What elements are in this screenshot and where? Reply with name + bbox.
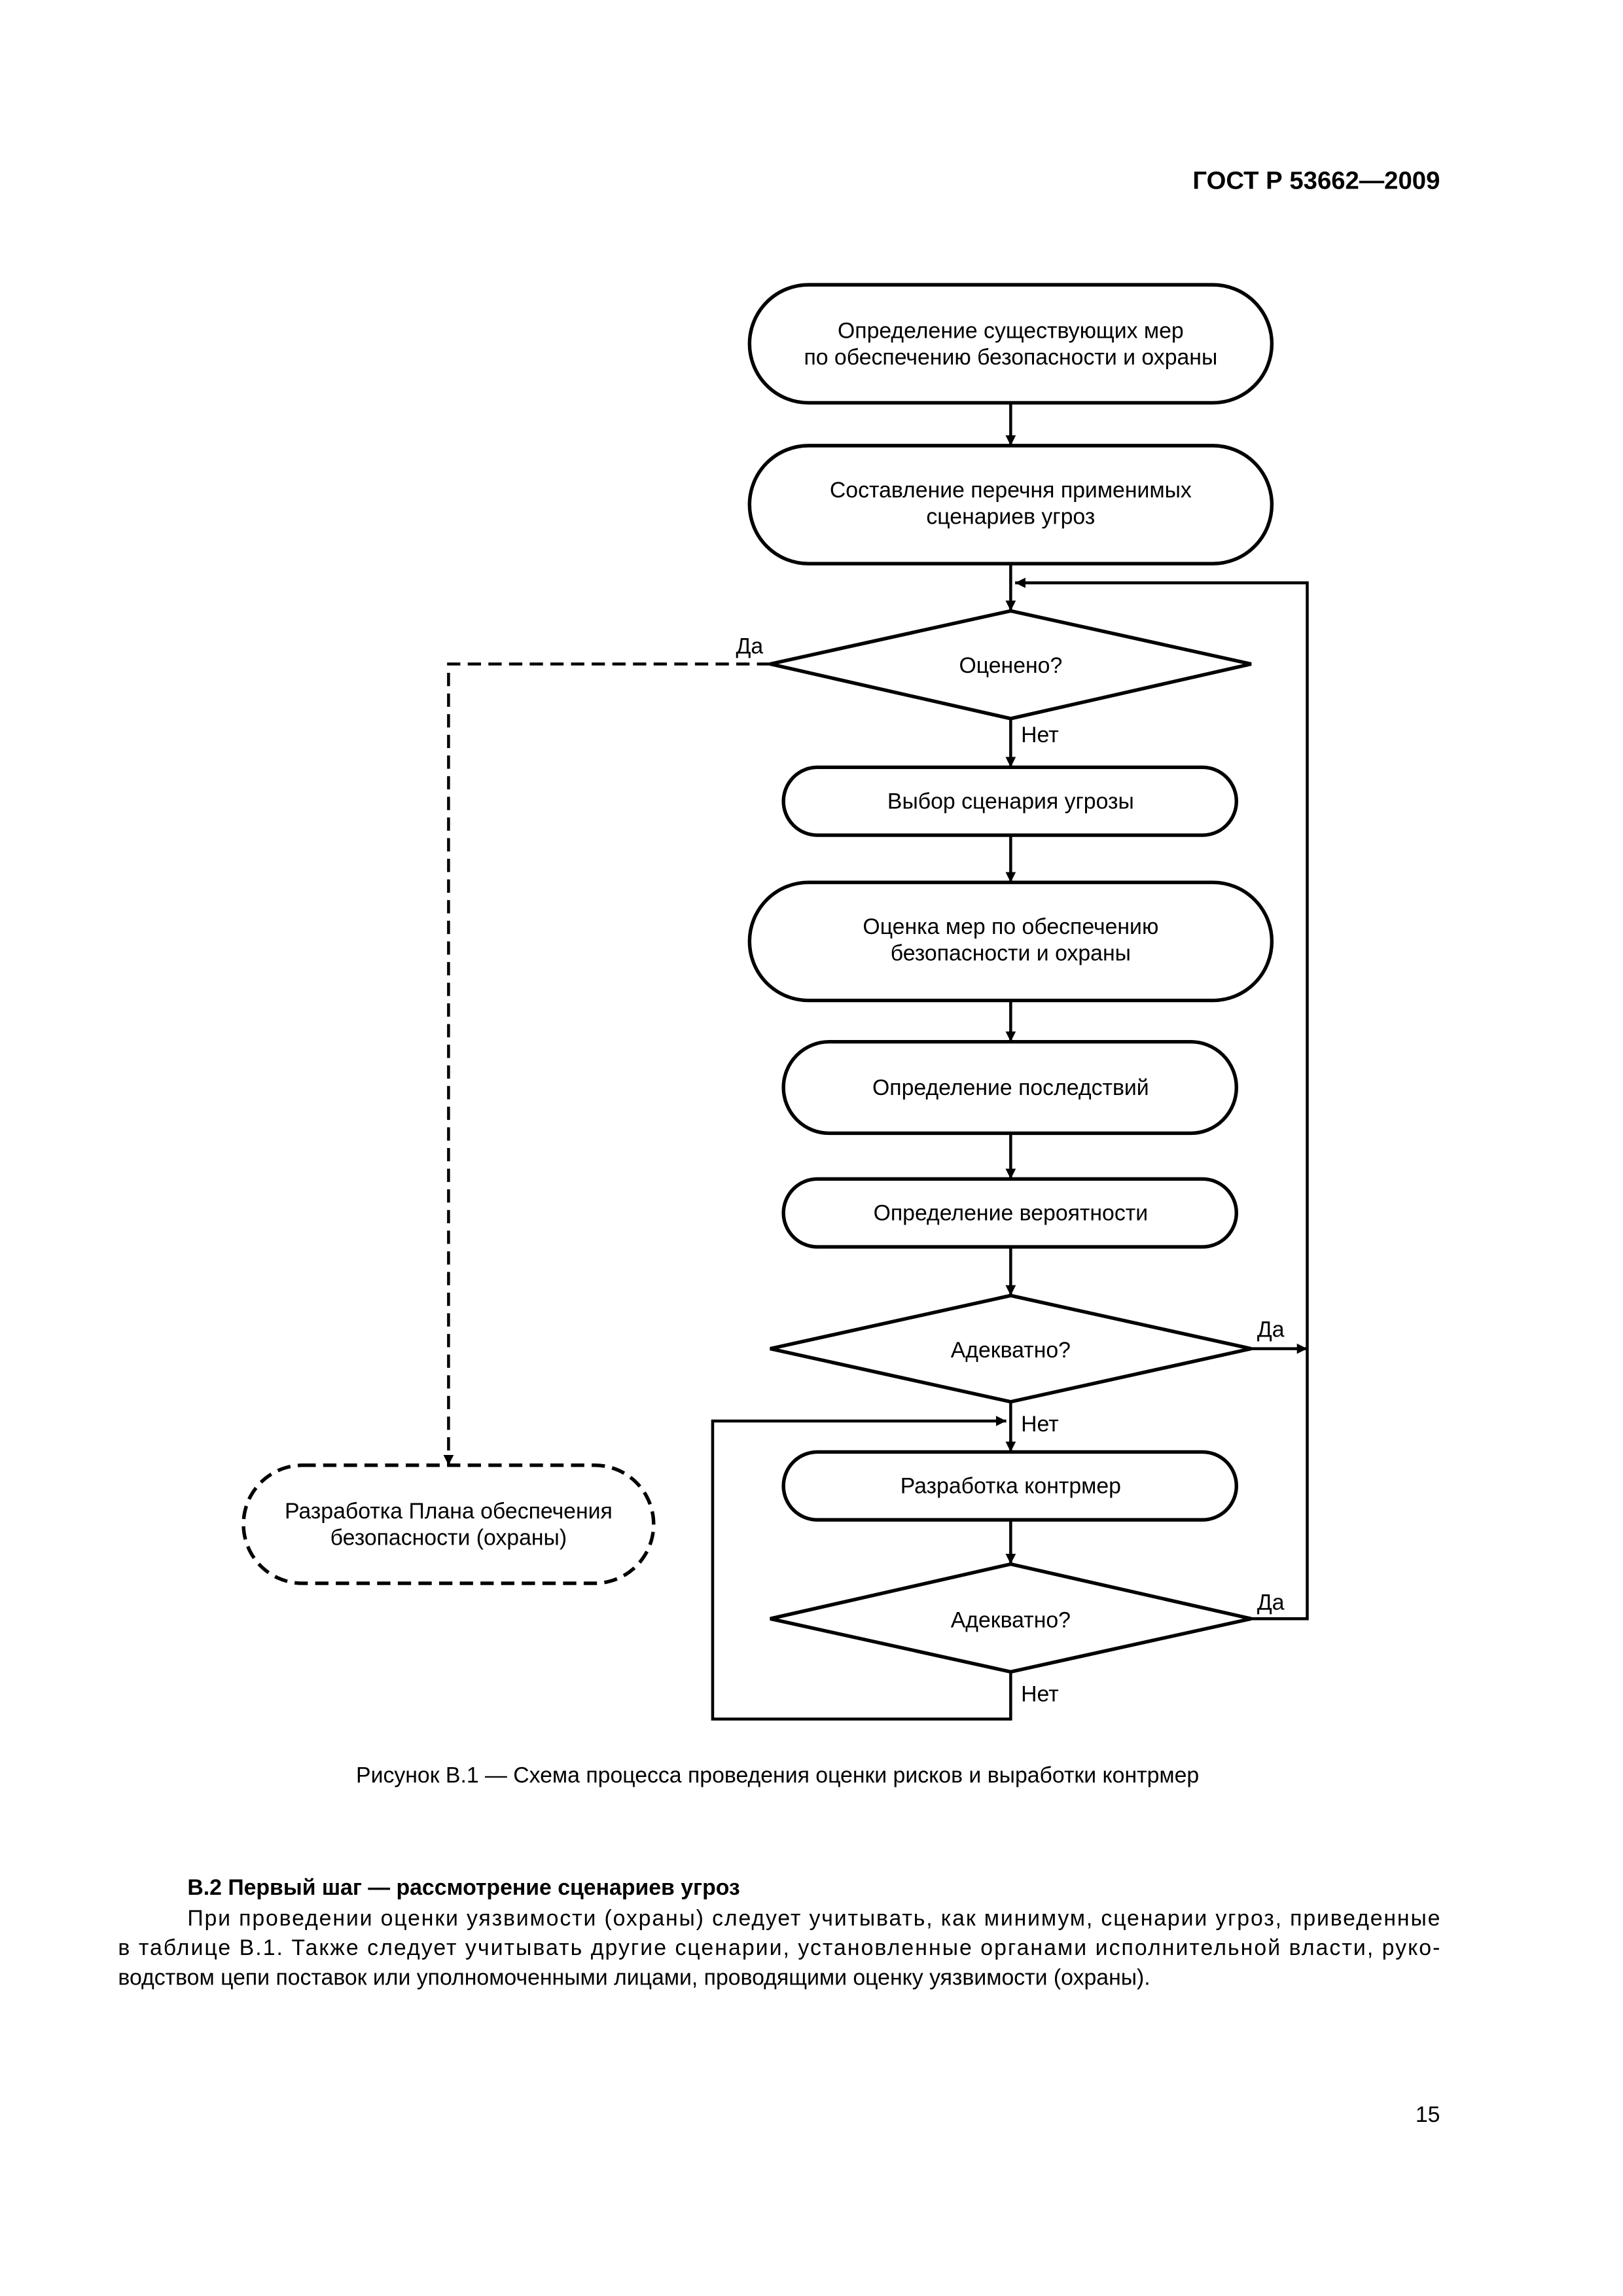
svg-text:по обеспечению безопасности и: по обеспечению безопасности и охраны xyxy=(804,345,1217,370)
document-standard-number: ГОСТ Р 53662—2009 xyxy=(1192,167,1440,195)
step-develop-security-plan: Разработка Плана обеспечения безопасност… xyxy=(241,1463,656,1585)
label-yes: Да xyxy=(1257,1318,1285,1342)
label-yes: Да xyxy=(1257,1590,1285,1615)
svg-text:безопасности (охраны): безопасности (охраны) xyxy=(330,1525,567,1550)
label-no: Нет xyxy=(1021,1412,1059,1437)
step-determine-consequences: Определение последствий xyxy=(781,1039,1239,1136)
step-compile-threat-scenarios: Составление перечня применимых сценариев… xyxy=(747,444,1274,565)
svg-text:сценариев угроз: сценариев угроз xyxy=(926,504,1095,529)
paragraph-line: водством цепи поставок или уполномоченны… xyxy=(118,1965,1150,1990)
svg-text:Разработка Плана обеспечения: Разработка Плана обеспечения xyxy=(285,1499,613,1524)
paragraph-line: При проведении оценки уязвимости (охраны… xyxy=(187,1906,1440,1931)
label-no: Нет xyxy=(1021,1681,1059,1706)
svg-text:Оценено?: Оценено? xyxy=(959,653,1062,678)
svg-text:Определение последствий: Определение последствий xyxy=(872,1075,1149,1100)
svg-text:Составление перечня применимых: Составление перечня применимых xyxy=(830,478,1192,503)
svg-text:Выбор сценария угрозы: Выбор сценария угрозы xyxy=(887,789,1134,814)
decision-adequate-1: Адекватно? xyxy=(770,1293,1252,1404)
paragraph-line: в таблице В.1. Также следует учитывать д… xyxy=(118,1935,1440,1960)
svg-text:Оценка мер по обеспечению: Оценка мер по обеспечению xyxy=(863,914,1158,939)
label-yes: Да xyxy=(736,634,763,659)
svg-text:Адекватно?: Адекватно? xyxy=(951,1608,1071,1633)
decision-adequate-2: Адекватно? xyxy=(770,1562,1252,1674)
decision-assessed: Оценено? xyxy=(770,609,1252,721)
step-determine-probability: Определение вероятности xyxy=(781,1177,1239,1249)
section-heading: В.2 Первый шаг — рассмотрение сценариев … xyxy=(187,1875,740,1900)
svg-text:Определение существующих мер: Определение существующих мер xyxy=(838,318,1184,343)
page-number: 15 xyxy=(1416,2102,1440,2127)
step-select-threat-scenario: Выбор сценария угрозы xyxy=(781,765,1239,837)
connectors xyxy=(443,403,1309,1721)
step-develop-countermeasures: Разработка контрмер xyxy=(781,1450,1239,1522)
svg-text:Адекватно?: Адекватно? xyxy=(951,1338,1071,1363)
step-identify-existing-measures: Определение существующих мер по обеспече… xyxy=(747,283,1274,405)
svg-text:безопасности и охраны: безопасности и охраны xyxy=(891,941,1131,966)
svg-text:Определение вероятности: Определение вероятности xyxy=(874,1200,1149,1225)
figure-caption: Рисунок В.1 — Схема процесса проведения … xyxy=(356,1763,1199,1787)
svg-text:Разработка контрмер: Разработка контрмер xyxy=(901,1474,1121,1499)
label-no: Нет xyxy=(1021,723,1059,747)
step-assess-measures: Оценка мер по обеспечению безопасности и… xyxy=(747,880,1274,1003)
